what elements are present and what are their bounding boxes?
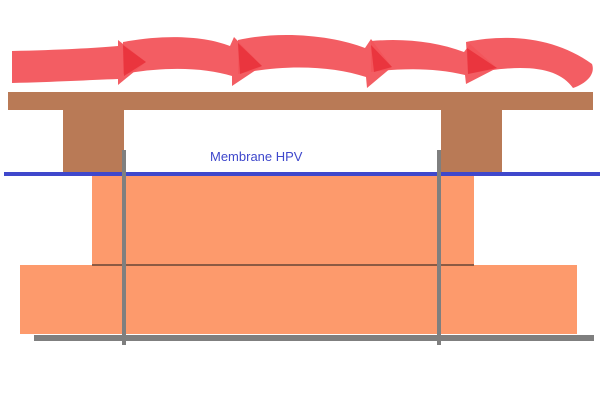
airflow-arrow-3-icon xyxy=(238,34,392,88)
insulation-upper-layer xyxy=(92,176,474,265)
airflow-arrow-4-icon xyxy=(371,40,497,84)
arrow-overlap-3 xyxy=(371,45,392,72)
airflow-arrow-2-icon xyxy=(123,37,262,86)
arrow-overlap-2 xyxy=(238,43,262,74)
insulation-lower-layer xyxy=(20,265,577,334)
airflow-arrow-5-icon xyxy=(466,37,593,88)
airflow-arrows xyxy=(12,34,593,88)
membrane-label: Membrane HPV xyxy=(210,149,303,164)
arrow-overlap-4 xyxy=(467,48,497,74)
airflow-overlaps xyxy=(123,43,497,76)
roof-deck-board xyxy=(8,92,593,110)
batten-right xyxy=(441,108,502,174)
airflow-arrow-1-icon xyxy=(12,40,146,85)
batten-left xyxy=(63,108,124,174)
arrow-overlap-1 xyxy=(123,45,146,76)
